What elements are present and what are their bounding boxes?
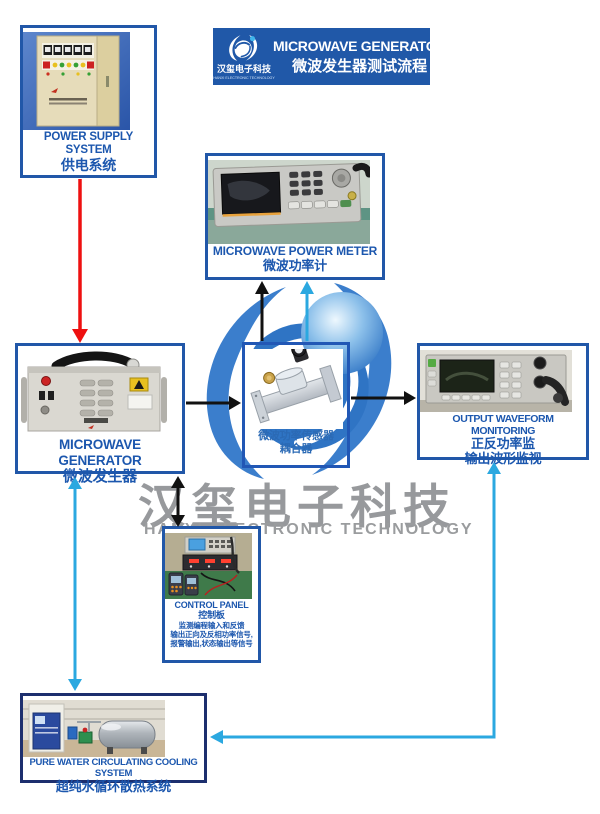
page-title-cn: 微波发生器测试流程 — [292, 57, 428, 75]
output-monitor-label-en: OUTPUT WAVEFORM MONITORING — [452, 413, 554, 438]
control-panel-desc-line1: 监测编程输入和反馈 — [178, 620, 245, 630]
coupler-sensor-box: 微波功率传感器 耦合器 — [242, 342, 350, 468]
title-banner: 汉玺电子科技 HANXI ELECTRONIC TECHNOLOGY MICRO… — [213, 28, 447, 85]
power-supply-label-en: POWER SUPPLY SYSTEM — [43, 131, 134, 157]
arrow-power-supply-to-generator — [72, 179, 88, 343]
swirl-logo-icon — [229, 34, 258, 61]
arrow-generator-cooling-bidirectional — [68, 477, 82, 691]
power-supply-label-cn: 供电系统 — [60, 157, 117, 174]
control-panel-box: CONTROL PANEL 控制板 监测编程输入和反馈 输出正向及反相功率信号,… — [162, 526, 261, 663]
power-meter-label-cn: 微波功率计 — [262, 257, 327, 273]
cooling-label-cn: 超纯水循环散热系统 — [55, 778, 172, 794]
power-supply-system-box: POWER SUPPLY SYSTEM 供电系统 — [20, 25, 157, 178]
header-logo: 汉玺电子科技 HANXI ELECTRONIC TECHNOLOGY — [213, 34, 275, 80]
cooling-system-photo — [23, 700, 204, 757]
coupler-photo — [245, 349, 347, 429]
generator-label-en: MICROWAVE GENERATOR — [58, 437, 142, 468]
microwave-power-meter-box: MICROWAVE POWER METER 微波功率计 — [205, 153, 385, 280]
coupler-label-line2: 耦合器 — [279, 442, 313, 455]
control-panel-label-cn: 控制板 — [198, 610, 225, 621]
cooling-system-box: PURE WATER CIRCULATING COOLING SYSTEM 超纯… — [20, 693, 207, 794]
control-panel-label-en: CONTROL PANEL — [174, 600, 249, 610]
header-brand-en: HANXI ELECTRONIC TECHNOLOGY — [213, 74, 275, 80]
microwave-generator-box: MICROWAVE GENERATOR 微波发生器 — [15, 343, 185, 485]
output-monitor-photo — [420, 350, 586, 412]
power-meter-label-en: MICROWAVE POWER METER — [212, 244, 378, 258]
header-brand-cn: 汉玺电子科技 — [216, 63, 271, 74]
power-meter-photo — [208, 160, 382, 244]
page-title-en: MICROWAVE GENERATOR — [273, 37, 447, 54]
coupler-label-line1: 微波功率传感器 — [258, 430, 334, 442]
power-supply-photo — [23, 32, 154, 130]
control-panel-desc-line3: 报警输出,状态输出等信号 — [170, 639, 253, 649]
output-waveform-monitoring-box: OUTPUT WAVEFORM MONITORING 正反功率监 输出波形监视 — [417, 343, 589, 466]
output-monitor-label-cn1: 正反功率监 — [470, 436, 535, 452]
generator-label-cn: 微波发生器 — [62, 468, 137, 486]
control-panel-desc-line2: 输出正向及反相功率信号, — [170, 630, 253, 640]
generator-photo — [18, 350, 182, 436]
output-monitor-label-cn2: 输出波形监视 — [464, 451, 542, 467]
control-panel-photo — [165, 533, 258, 599]
cooling-label-en: PURE WATER CIRCULATING COOLING SYSTEM — [29, 757, 198, 779]
